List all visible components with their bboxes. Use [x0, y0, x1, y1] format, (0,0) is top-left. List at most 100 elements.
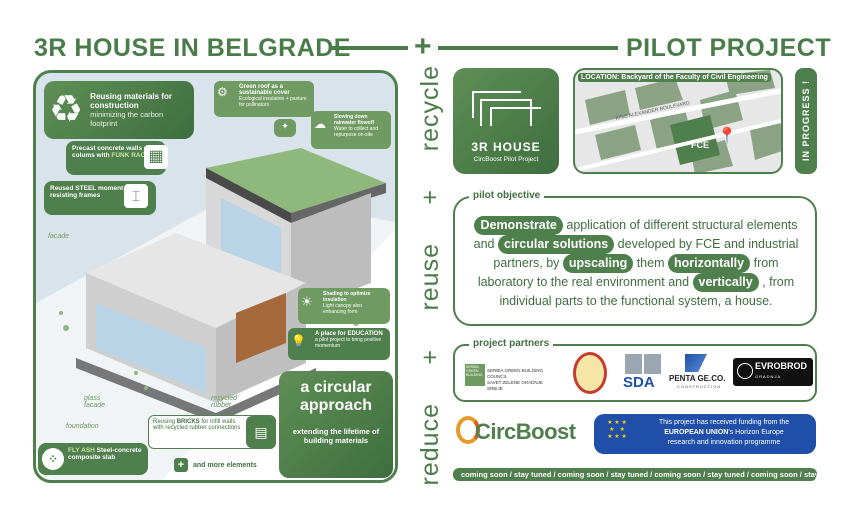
- objective-t5: , from individual parts to the functiona…: [499, 275, 795, 308]
- reuse-materials-sub: minimizing the carbon footprint: [90, 110, 164, 128]
- circular-approach-card: a circular approach extending the lifeti…: [279, 371, 393, 478]
- eu-line2-rest: 's Horizon Europe: [728, 429, 784, 436]
- education-sub: a pilot project to bring positive moment…: [315, 337, 382, 349]
- objective-t1: application of different structural elem…: [473, 218, 798, 251]
- objective-t4: from laboratory to the real environment …: [477, 256, 779, 289]
- more-elements-label: and more elements: [193, 461, 257, 469]
- evrobrod-logo: EVROBROD GRADNJA: [733, 358, 813, 386]
- reuse-materials-card: ♻ Reusing materials for construction min…: [44, 81, 194, 139]
- 3r-house-logo: [472, 91, 541, 126]
- location-label: LOCATION: Backyard of the Faculty of Civ…: [578, 73, 771, 82]
- circboost-logo: CircBoost: [475, 419, 576, 444]
- partners-heading: project partners: [469, 338, 554, 349]
- word-reduce: reduce: [415, 402, 444, 485]
- map-tag: FCE: [691, 140, 709, 150]
- location-map[interactable]: LOCATION: Backyard of the Faculty of Civ…: [573, 68, 783, 174]
- education-pre: A place for: [315, 331, 348, 337]
- steel-beam-icon: ⌶: [124, 184, 148, 208]
- bricks-post: for infill walls with recycled rubber co…: [153, 419, 241, 431]
- education-card: 💡 A place for EDUCATION a pilot project …: [288, 328, 390, 360]
- green-roof-card: ⚙ Green roof as a sustainable cover Ecol…: [214, 81, 314, 117]
- eu-line3: research and innovation programme: [667, 439, 781, 446]
- glass-facade-label: glass facade: [84, 395, 106, 409]
- house-illustration-panel: ♻ Reusing materials for construction min…: [33, 70, 398, 483]
- steel-post: moment-resisting frames: [50, 185, 126, 199]
- map-pin-icon: 📍: [717, 128, 737, 145]
- lightbulb-icon: 💡: [291, 334, 306, 348]
- steel-pre: Reused: [50, 185, 76, 192]
- bricks-pre: Reusing: [153, 419, 177, 425]
- in-progress-text: IN PROGRESS !: [801, 80, 811, 162]
- kw-horizontally: horizontally: [667, 254, 751, 273]
- grid-icon: ▦: [144, 145, 168, 169]
- evrobrod-name: EVROBROD: [755, 361, 808, 371]
- kw-vertically: vertically: [692, 273, 759, 292]
- flyash-bold: FLY ASH: [68, 447, 95, 454]
- objective-t3: them: [633, 256, 668, 270]
- sun-icon: ☀: [301, 294, 313, 309]
- logo-name: 3R HOUSE: [471, 140, 541, 154]
- word-recycle: recycle: [415, 65, 444, 152]
- plus-icon: +: [174, 458, 188, 472]
- map-graphic: [575, 70, 781, 172]
- penta-sub: CONSTRUCTION: [677, 384, 722, 389]
- green-roof-sub: Ecological insulation + pasture for poll…: [239, 96, 307, 108]
- recycle-icon: ♻: [49, 89, 84, 131]
- bricks-bold: BRICKS: [176, 419, 200, 425]
- rainwater-card: ☁ Slowing down rainwater flowoff Water t…: [311, 111, 391, 149]
- header-right-title: PILOT PROJECT: [626, 34, 832, 62]
- evrobrod-emblem-icon: [737, 363, 753, 379]
- objective-heading: pilot objective: [469, 190, 545, 201]
- ash-particles-icon: ⁘: [42, 448, 64, 470]
- education-bold: EDUCATION: [347, 331, 383, 337]
- bee-icon: ✦: [274, 119, 296, 137]
- university-seal-icon: [573, 352, 607, 394]
- penta-icon: [685, 354, 707, 372]
- eu-line2-bold: EUROPEAN UNION: [664, 429, 729, 436]
- more-elements: + and more elements: [174, 458, 257, 472]
- 3r-house-logo-tile: 3R HOUSE CircBoost Pilot Project: [453, 68, 559, 174]
- header-rule-left: [330, 46, 408, 50]
- kw-demonstrate: Demonstrate: [474, 216, 563, 235]
- kw-circular: circular solutions: [498, 235, 615, 254]
- steel-bold: STEEL: [75, 185, 97, 192]
- precast-highlight: FUNK RAC: [111, 152, 146, 159]
- eu-stars-icon: ★ ★ ★★ ★★ ★ ★: [607, 420, 627, 440]
- shading-card: ☀ Shading to optimize insulation Light c…: [298, 288, 390, 324]
- vertical-words: reduce + reuse + recycle: [410, 65, 450, 485]
- objective-t2: developed by FCE and industrial partners…: [493, 237, 799, 270]
- sgbc-logo: SERBIA GREEN BUILDING: [465, 364, 485, 386]
- eu-funding-box: ★ ★ ★★ ★★ ★ ★ This project has received …: [594, 414, 816, 454]
- circular-title: a circular approach: [299, 379, 372, 414]
- shading-sub: Light canopy also enhancing form: [323, 303, 362, 315]
- penta-logo: PENTA GE.CO.: [669, 374, 726, 383]
- gear-icon: ⚙: [217, 85, 228, 99]
- logo-sub: CircBoost Pilot Project: [473, 156, 539, 163]
- precast-title: Precast concrete walls and colums with: [72, 145, 156, 159]
- bricks-icon: ▤: [246, 416, 276, 448]
- partners-box: project partners SERBIA GREEN BUILDING S…: [453, 338, 817, 402]
- recycled-rubber-label: recycled rubber: [211, 395, 238, 409]
- rain-cloud-icon: ☁: [314, 117, 326, 131]
- rainwater-title: Slowing down rainwater flowoff: [334, 114, 375, 126]
- header-left-title: 3R HOUSE IN BELGRADE: [34, 34, 351, 62]
- foundation-label: foundation: [66, 423, 99, 430]
- word-plus-1: +: [415, 189, 444, 205]
- in-progress-badge: IN PROGRESS !: [795, 68, 817, 174]
- sda-grid-icon: [625, 354, 661, 374]
- evrobrod-sub: GRADNJA: [755, 374, 782, 379]
- objective-box: pilot objective Demonstrate application …: [453, 190, 817, 326]
- shading-title: Shading to optimize insulation: [323, 291, 371, 303]
- sgbc-text: SERBIA GREEN BUILDING COUNCIL SAVET ZELE…: [487, 368, 557, 392]
- sgbc-line1: SERBIA GREEN BUILDING COUNCIL: [487, 368, 544, 379]
- objective-text: Demonstrate application of different str…: [465, 216, 807, 311]
- circboost-ring-icon: [456, 416, 480, 444]
- header-plus: +: [414, 30, 433, 63]
- word-plus-2: +: [415, 348, 444, 365]
- flyash-rest: Steel-concrete composite slab: [68, 447, 142, 461]
- green-roof-title: Green roof as a sustainable cover: [239, 84, 290, 96]
- eu-line1: This project has received funding from t…: [658, 419, 790, 426]
- circular-sub: extending the lifetime of building mater…: [292, 427, 380, 445]
- sda-logo: SDA: [623, 374, 655, 391]
- reuse-materials-title: Reusing materials for construction: [90, 92, 172, 110]
